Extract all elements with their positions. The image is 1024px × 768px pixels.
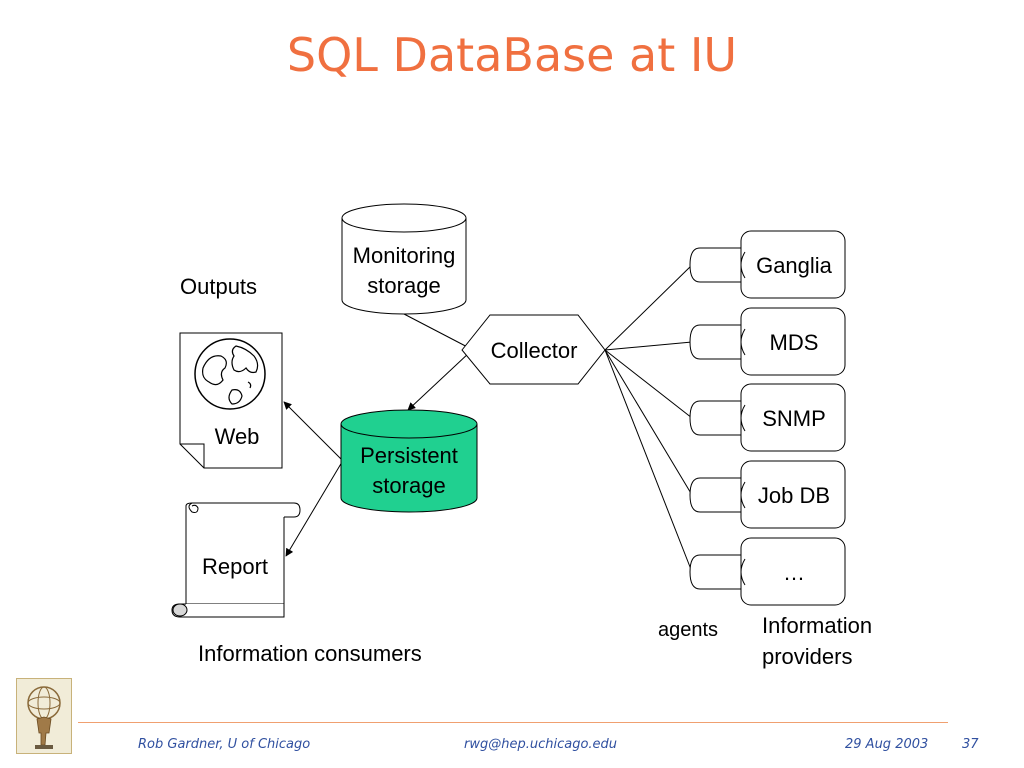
collector-node: Collector — [461, 314, 606, 385]
report-label: Report — [202, 554, 268, 579]
provider-snmp: SNMP — [689, 383, 846, 452]
provider-jobdb-label: Job DB — [758, 483, 830, 508]
globe-icon — [194, 338, 266, 410]
provider-mds-label: MDS — [770, 330, 819, 355]
provider-mds: MDS — [689, 307, 846, 376]
monitoring-storage-label-1: Monitoring — [353, 243, 456, 268]
collector-agent-link-1 — [604, 264, 693, 351]
web-label: Web — [215, 424, 260, 449]
web-page-icon: Web — [179, 332, 283, 469]
monitoring-storage-cylinder: Monitoring storage — [341, 203, 467, 315]
information-providers-label-1: Information — [762, 613, 872, 638]
collector-label: Collector — [491, 338, 578, 363]
persistent-storage-label-1: Persistent — [360, 443, 458, 468]
persistent-report-arrow — [285, 461, 343, 557]
agents-label: agents — [658, 619, 718, 641]
provider-ganglia-label: Ganglia — [756, 253, 833, 278]
persistent-web-arrow — [283, 401, 343, 461]
collector-agent-link-5 — [604, 349, 693, 573]
provider-more: … — [689, 537, 846, 606]
atlas-logo — [16, 678, 72, 754]
information-providers-label-2: providers — [762, 644, 852, 669]
footer-email: rwg@hep.uchicago.edu — [464, 737, 618, 752]
outputs-label: Outputs — [180, 274, 257, 299]
footer-author: Rob Gardner, U of Chicago — [138, 737, 311, 752]
collector-persistent-arrow — [407, 351, 471, 411]
persistent-storage-label-2: storage — [372, 473, 445, 498]
collector-agent-link-2 — [604, 341, 693, 351]
provider-snmp-label: SNMP — [762, 406, 826, 431]
footer-divider — [78, 722, 948, 723]
page-title: SQL DataBase at IU — [286, 28, 738, 82]
provider-ganglia: Ganglia — [689, 230, 846, 299]
atlas-figure-icon — [27, 686, 61, 749]
footer-page-number: 37 — [962, 737, 979, 752]
footer-date: 29 Aug 2003 — [845, 737, 929, 752]
monitoring-storage-label-2: storage — [367, 273, 440, 298]
persistent-storage-cylinder: Persistent storage — [340, 409, 478, 513]
provider-more-label: … — [783, 560, 805, 585]
connection-lines — [283, 264, 693, 573]
collector-agent-link-4 — [604, 349, 693, 496]
provider-jobdb: Job DB — [689, 460, 846, 529]
collector-agent-link-3 — [604, 349, 693, 419]
report-scroll-icon: Report — [171, 502, 301, 618]
information-consumers-label: Information consumers — [198, 641, 422, 666]
